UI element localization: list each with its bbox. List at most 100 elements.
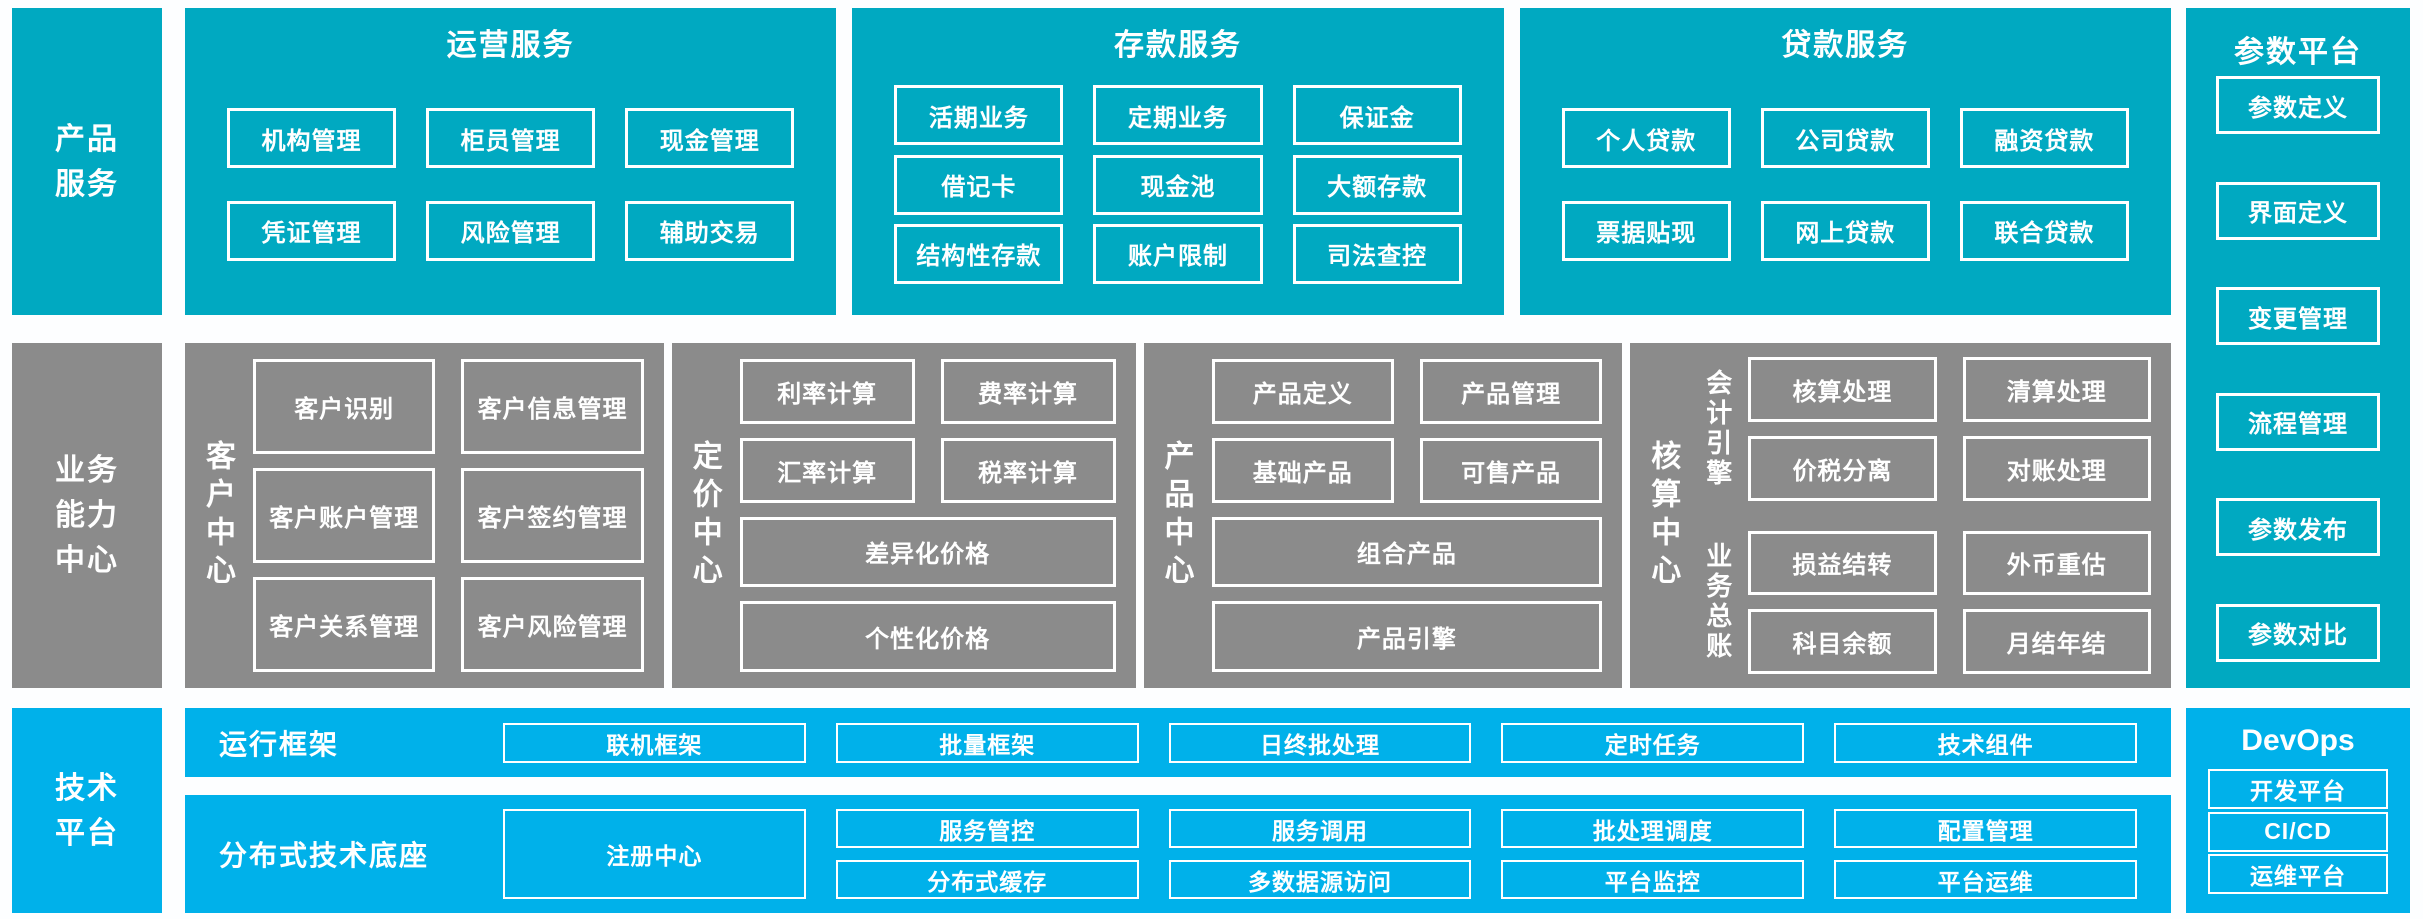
module-box: 税率计算	[940, 437, 1116, 503]
module-box: 费率计算	[940, 359, 1116, 424]
module-box: 借记卡	[894, 154, 1064, 215]
center-label: 产品中心	[1159, 439, 1193, 592]
module-box: 柜员管理	[426, 108, 596, 169]
runtime-framework-row: 运行框架 联机框架 批量框架 日终批处理 定时任务 技术组件	[185, 708, 2171, 777]
product-services-row: 运营服务 机构管理 柜员管理 现金管理 凭证管理 风险管理 辅助交易 存款服务	[185, 8, 2171, 315]
module-box: 个人贷款	[1561, 108, 1731, 169]
box-row: 客户账户管理 客户签约管理	[253, 468, 644, 563]
rail-tech-platform: 技术 平台	[12, 708, 162, 913]
module-box: 开发平台	[2208, 768, 2388, 809]
center-body: 会计引擎 核算处理 清算处理 价税分离 对账处理 业务总账 损益结转 外币重估	[1694, 343, 2171, 688]
module-box: 现金池	[1093, 154, 1263, 215]
center-body: 客户识别 客户信息管理 客户账户管理 客户签约管理 客户关系管理 客户风险管理	[249, 343, 664, 688]
rail-product-services: 产品 服务	[12, 8, 162, 315]
group-label: 会计引擎	[1702, 368, 1733, 489]
module-box: 产品管理	[1419, 359, 1603, 424]
module-box: 汇率计算	[739, 437, 915, 503]
business-ledger-group: 业务总账 损益结转 外币重估 科目余额 月结年结	[1694, 530, 2151, 674]
module-box: 界面定义	[2216, 181, 2380, 240]
module-box: 大额存款	[1292, 154, 1462, 215]
module-box: 网上贷款	[1760, 200, 1930, 261]
module-box: 平台监控	[1501, 860, 1805, 899]
module-box: 公司贷款	[1760, 108, 1930, 169]
module-box: 利率计算	[739, 359, 915, 424]
box-row: 基础产品 可售产品	[1211, 437, 1603, 503]
module-box: 流程管理	[2216, 392, 2380, 451]
box-grid: 注册中心 服务管控 分布式缓存 服务调用 多数据源访问 批处理调度 平台监控 配…	[503, 809, 2137, 899]
group-label: 业务总账	[1702, 542, 1733, 663]
module-box: 变更管理	[2216, 287, 2380, 346]
module-box: 服务调用	[1168, 809, 1472, 848]
module-box: 客户账户管理	[253, 468, 436, 563]
registry-center-box: 注册中心	[503, 809, 806, 899]
box-row: 客户识别 客户信息管理	[253, 359, 644, 454]
panel-body: 参数定义 界面定义 变更管理 流程管理 参数发布 参数对比	[2216, 76, 2380, 662]
center-label: 定价中心	[687, 439, 721, 592]
module-box: 客户关系管理	[253, 577, 436, 672]
module-box: 客户签约管理	[461, 468, 644, 563]
module-box: 配置管理	[1834, 809, 2137, 848]
panel-title: 参数平台	[2234, 36, 2362, 69]
box-row: 票据贴现 网上贷款 联合贷款	[1561, 200, 2129, 261]
capability-centers-row: 客户中心 客户识别 客户信息管理 客户账户管理 客户签约管理 客户关系管理 客户…	[185, 343, 2171, 688]
module-box: 清算处理	[1962, 357, 2151, 422]
center-pricing: 定价中心 利率计算 费率计算 汇率计算 税率计算 差异化价格 个性化价格	[671, 343, 1136, 688]
section-title: 存款服务	[1113, 29, 1242, 62]
module-box-wide: 个性化价格	[739, 601, 1116, 672]
module-box: 客户识别	[253, 359, 436, 454]
module-box: 技术组件	[1834, 722, 2137, 763]
center-body: 产品定义 产品管理 基础产品 可售产品 组合产品 产品引擎	[1208, 343, 1623, 688]
box-row: 个人贷款 公司贷款 融资贷款	[1561, 108, 2129, 169]
module-box: 分布式缓存	[835, 860, 1139, 899]
module-box: 月结年结	[1962, 609, 2151, 674]
box-row: 利率计算 费率计算	[739, 359, 1116, 424]
section-operations-services: 运营服务 机构管理 柜员管理 现金管理 凭证管理 风险管理 辅助交易	[185, 8, 837, 315]
module-box: CI/CD	[2208, 811, 2388, 852]
box-row: 汇率计算 税率计算	[739, 437, 1116, 503]
parameter-platform-panel: 参数平台 参数定义 界面定义 变更管理 流程管理 参数发布 参数对比	[2186, 8, 2410, 688]
module-box: 凭证管理	[227, 200, 397, 261]
section-body: 机构管理 柜员管理 现金管理 凭证管理 风险管理 辅助交易	[185, 76, 836, 315]
module-box: 日终批处理	[1168, 722, 1472, 763]
module-box: 客户信息管理	[461, 359, 644, 454]
center-product: 产品中心 产品定义 产品管理 基础产品 可售产品 组合产品 产品引擎	[1143, 343, 1623, 688]
box-grid: 核算处理 清算处理 价税分离 对账处理	[1748, 357, 2151, 501]
module-box: 联合贷款	[1959, 200, 2129, 261]
section-deposit-services: 存款服务 活期业务 定期业务 保证金 借记卡 现金池 大额存款 结构性存款 账户	[852, 8, 1504, 315]
module-box: 机构管理	[227, 108, 397, 169]
module-box: 核算处理	[1748, 357, 1937, 422]
module-box-wide: 差异化价格	[739, 516, 1116, 588]
box-row: 借记卡 现金池 大额存款	[894, 154, 1462, 215]
box-grid: 损益结转 外币重估 科目余额 月结年结	[1748, 530, 2151, 674]
box-row: 凭证管理 风险管理 辅助交易	[227, 200, 795, 261]
module-box: 多数据源访问	[1168, 860, 1472, 899]
center-label: 客户中心	[201, 439, 234, 592]
module-box: 平台运维	[1834, 860, 2137, 899]
module-box: 保证金	[1292, 85, 1462, 146]
module-box: 结构性存款	[894, 223, 1064, 284]
module-box: 司法查控	[1292, 223, 1462, 284]
box-row: 结构性存款 账户限制 司法查控	[894, 223, 1462, 284]
module-box: 批量框架	[835, 722, 1139, 763]
module-box: 科目余额	[1748, 609, 1937, 674]
module-box: 服务管控	[835, 809, 1139, 848]
section-body: 个人贷款 公司贷款 融资贷款 票据贴现 网上贷款 联合贷款	[1520, 76, 2171, 315]
module-box: 外币重估	[1962, 530, 2151, 596]
box-row: 机构管理 柜员管理 现金管理	[227, 108, 795, 169]
section-body: 活期业务 定期业务 保证金 借记卡 现金池 大额存款 结构性存款 账户限制 司法…	[852, 76, 1503, 315]
distributed-base-row: 分布式技术底座 注册中心 服务管控 分布式缓存 服务调用 多数据源访问 批处理调…	[185, 795, 2171, 913]
box-grid: 联机框架 批量框架 日终批处理 定时任务 技术组件	[503, 722, 2137, 763]
module-box: 参数定义	[2216, 76, 2380, 134]
module-box-wide: 组合产品	[1211, 516, 1603, 588]
center-body: 利率计算 费率计算 汇率计算 税率计算 差异化价格 个性化价格	[736, 343, 1136, 688]
module-box: 票据贴现	[1561, 200, 1731, 261]
module-box: 风险管理	[426, 200, 596, 261]
module-box: 融资贷款	[1959, 108, 2129, 169]
module-box: 可售产品	[1419, 437, 1603, 503]
section-loan-services: 贷款服务 个人贷款 公司贷款 融资贷款 票据贴现 网上贷款 联合贷款	[1519, 8, 2171, 315]
module-box: 联机框架	[503, 722, 806, 763]
devops-panel: DevOps 开发平台 CI/CD 运维平台	[2186, 708, 2410, 913]
module-box: 定时任务	[1501, 722, 1805, 763]
center-accounting: 核算中心 会计引擎 核算处理 清算处理 价税分离 对账处理 业务总账	[1630, 343, 2171, 688]
module-box-wide: 产品引擎	[1211, 601, 1603, 672]
